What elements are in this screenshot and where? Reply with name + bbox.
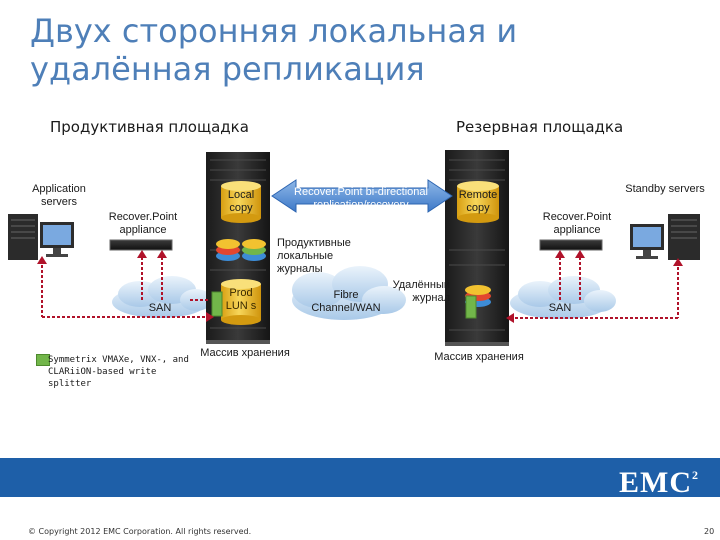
left-write-splitter [211,291,223,317]
replication-arrow [271,179,453,213]
left-san-cloud [112,276,212,318]
page-number: 20 [704,527,715,536]
fibre-channel-label: Fibre Channel/WAN [311,289,381,314]
production-site-heading: Продуктивная площадка [50,118,249,136]
standby-servers [630,214,700,260]
copyright-text: © Copyright 2012 EMC Corporation. All ri… [28,527,252,536]
prod-lun-label: Prod LUN s [225,287,257,312]
prod-lun-cylinder [221,279,261,325]
fibre-channel-cloud [292,266,406,320]
title-line-2: удалённая репликация [30,50,425,88]
slide-title: Двух сторонняя локальная и удалённая реп… [30,12,630,88]
left-san-label: SAN [148,302,172,314]
local-journal-stack [216,239,266,261]
left-link-arrowheads [37,250,214,322]
prod-journals-label: Продуктивные локальные журналы [277,237,351,275]
standby-servers-label: Standby servers [625,183,705,195]
right-san-label: SAN [548,302,572,314]
footer-white-strip [0,497,720,540]
remote-journal-label: Удалённый журнал [392,279,450,304]
left-rp-appliance-label: Recover.Point appliance [108,211,178,236]
right-rp-appliance-label: Recover.Point appliance [542,211,612,236]
right-storage-rack [445,150,509,346]
local-copy-cylinder [221,181,261,223]
remote-copy-label: Remote copy [458,189,498,214]
emc-logo: EMC2 [619,466,699,500]
backup-site-heading: Резервная площадка [456,118,624,136]
logo-superscript: 2 [692,468,699,482]
title-line-1: Двух сторонняя локальная и [30,12,518,50]
right-link-arrowheads [506,250,683,323]
replication-diagram [8,150,700,346]
left-rp-appliance [109,239,173,251]
application-servers-label: Application servers [32,183,86,208]
remote-copy-cylinder [457,181,499,223]
right-san-links [510,252,679,319]
left-storage-label: Массив хранения [200,347,290,359]
right-write-splitter [465,295,477,319]
local-copy-label: Local copy [227,189,255,214]
legend-swatch [36,354,50,366]
replication-arrow-label: Recover.Point bi-directional replication… [294,186,428,211]
legend-text: Symmetrix VMAXe, VNX-, and CLARiiON-base… [48,355,189,389]
left-san-links [41,252,210,318]
application-servers [8,214,74,260]
right-rp-appliance [539,239,603,251]
logo-text: EMC [619,466,692,499]
right-storage-label: Массив хранения [434,351,524,363]
